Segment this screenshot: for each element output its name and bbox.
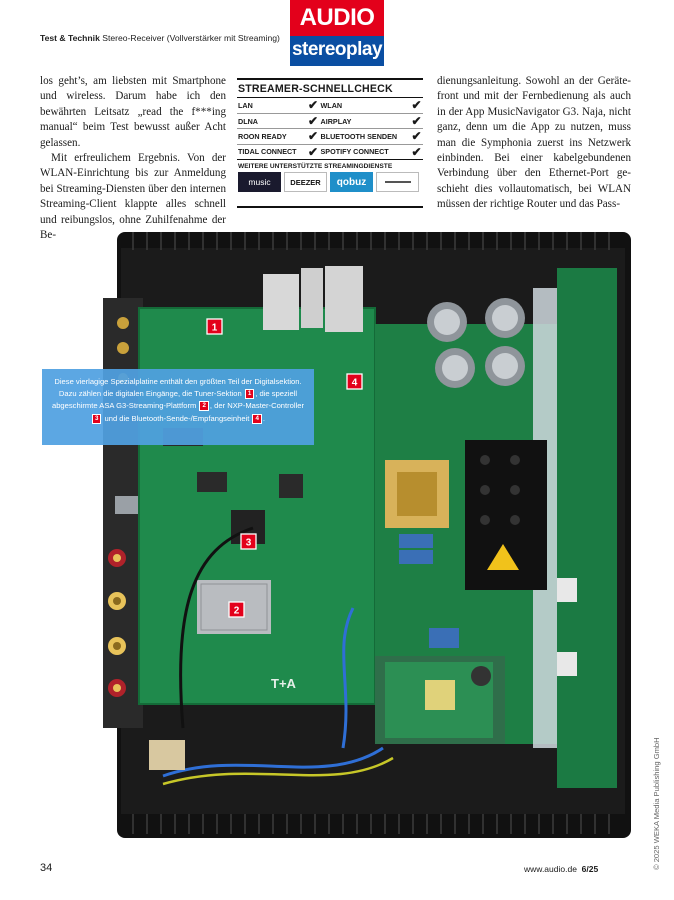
streaming-service-logo xyxy=(376,172,419,193)
qobuz-logo: qobuz xyxy=(330,172,373,193)
caption-marker-1: 1 xyxy=(244,389,255,400)
caption-marker-3: 3 xyxy=(91,413,102,424)
caption-text: Diese vierlagige Spezialplatine enthält … xyxy=(54,377,302,399)
deezer-logo: DEEZER xyxy=(284,172,327,193)
page-number: 34 xyxy=(40,862,53,874)
check-icon: ✔ xyxy=(306,144,320,161)
feature-label: WLAN xyxy=(319,98,410,114)
streamer-quickcheck-box: STREAMER-SCHNELLCHECK LAN ✔ WLAN ✔ DLNA … xyxy=(237,78,423,208)
feature-label: AIRPLAY xyxy=(319,113,410,130)
caption-text: . xyxy=(262,413,266,423)
box-title: STREAMER-SCHNELLCHECK xyxy=(237,80,423,98)
paragraph: Mit erfreulichem Ergebnis. Von der WLAN-… xyxy=(40,152,226,242)
footer-url: www.audio.de 6/25 xyxy=(524,864,598,874)
streaming-logos: music DEEZER qobuz xyxy=(237,172,423,193)
check-icon: ✔ xyxy=(410,128,423,145)
issue-number: 6/25 xyxy=(581,864,599,874)
feature-label: ROON READY xyxy=(237,128,307,145)
marker-2: 2 xyxy=(234,606,240,617)
text-column-left: los geht’s, am liebsten mit Smartphone u… xyxy=(40,74,226,243)
table-row: ROON READY ✔ BLUETOOTH SENDEN ✔ xyxy=(237,128,423,145)
feature-label: LAN xyxy=(237,98,307,114)
caption-marker-2: 2 xyxy=(199,401,209,412)
text-column-right: dienungsanleitung. Sowohl an der Geräte­… xyxy=(437,74,631,213)
logo-stereoplay: stereoplay xyxy=(290,36,384,66)
table-row: TIDAL CONNECT ✔ SPOTIFY CONNECT ✔ xyxy=(237,144,423,161)
photo-caption: Diese vierlagige Spezialplatine enthält … xyxy=(42,369,314,445)
feature-label: SPOTIFY CONNECT xyxy=(319,144,410,161)
check-icon: ✔ xyxy=(306,128,320,145)
check-icon: ✔ xyxy=(410,113,423,130)
copyright-notice: © 2025 WEKA Media Publishing GmbH xyxy=(652,737,661,870)
board-brand-label: T+A xyxy=(271,676,297,691)
section-label-rest: Stereo-Receiver (Vollverstärker mit Stre… xyxy=(102,33,280,43)
check-icon: ✔ xyxy=(410,144,423,161)
caption-text: und die Bluetooth-Sende-/Empfangseinheit xyxy=(104,413,250,423)
section-label-bold: Test & Technik xyxy=(40,33,100,43)
logo-audio: AUDIO xyxy=(290,0,384,36)
caption-text: , die speziell abgeschirmte ASA G3-Strea… xyxy=(51,389,298,411)
caption-text: , der NXP-Master-Controller xyxy=(209,401,305,411)
caption-marker-4: 4 xyxy=(252,413,262,424)
feature-label: TIDAL CONNECT xyxy=(237,144,307,161)
marker-1: 1 xyxy=(212,323,218,334)
feature-label: BLUETOOTH SENDEN xyxy=(319,128,410,145)
marker-3: 3 xyxy=(246,538,252,549)
check-icon: ✔ xyxy=(410,98,423,114)
check-icon: ✔ xyxy=(306,98,320,114)
amazon-music-logo: music xyxy=(238,172,281,193)
website-link[interactable]: www.audio.de xyxy=(524,864,577,874)
feature-table: LAN ✔ WLAN ✔ DLNA ✔ AIRPLAY ✔ ROON READY… xyxy=(237,98,423,161)
paragraph: los geht’s, am liebsten mit Smartphone u… xyxy=(40,75,226,149)
table-row: DLNA ✔ AIRPLAY ✔ xyxy=(237,113,423,130)
section-label: Test & Technik Stereo-Receiver (Vollvers… xyxy=(40,33,280,43)
box-subtitle: WEITERE UNTERSTÜTZTE STREAMINGDIENSTE xyxy=(238,163,393,171)
paragraph: dienungsanleitung. Sowohl an der Geräte­… xyxy=(437,75,631,211)
marker-4: 4 xyxy=(352,378,358,389)
feature-label: DLNA xyxy=(237,113,307,130)
magazine-logo: AUDIO stereoplay xyxy=(290,0,384,66)
table-row: LAN ✔ WLAN ✔ xyxy=(237,98,423,114)
receiver-interior-photo: T+A 1 2 3 4 xyxy=(103,232,631,838)
check-icon: ✔ xyxy=(306,113,320,130)
